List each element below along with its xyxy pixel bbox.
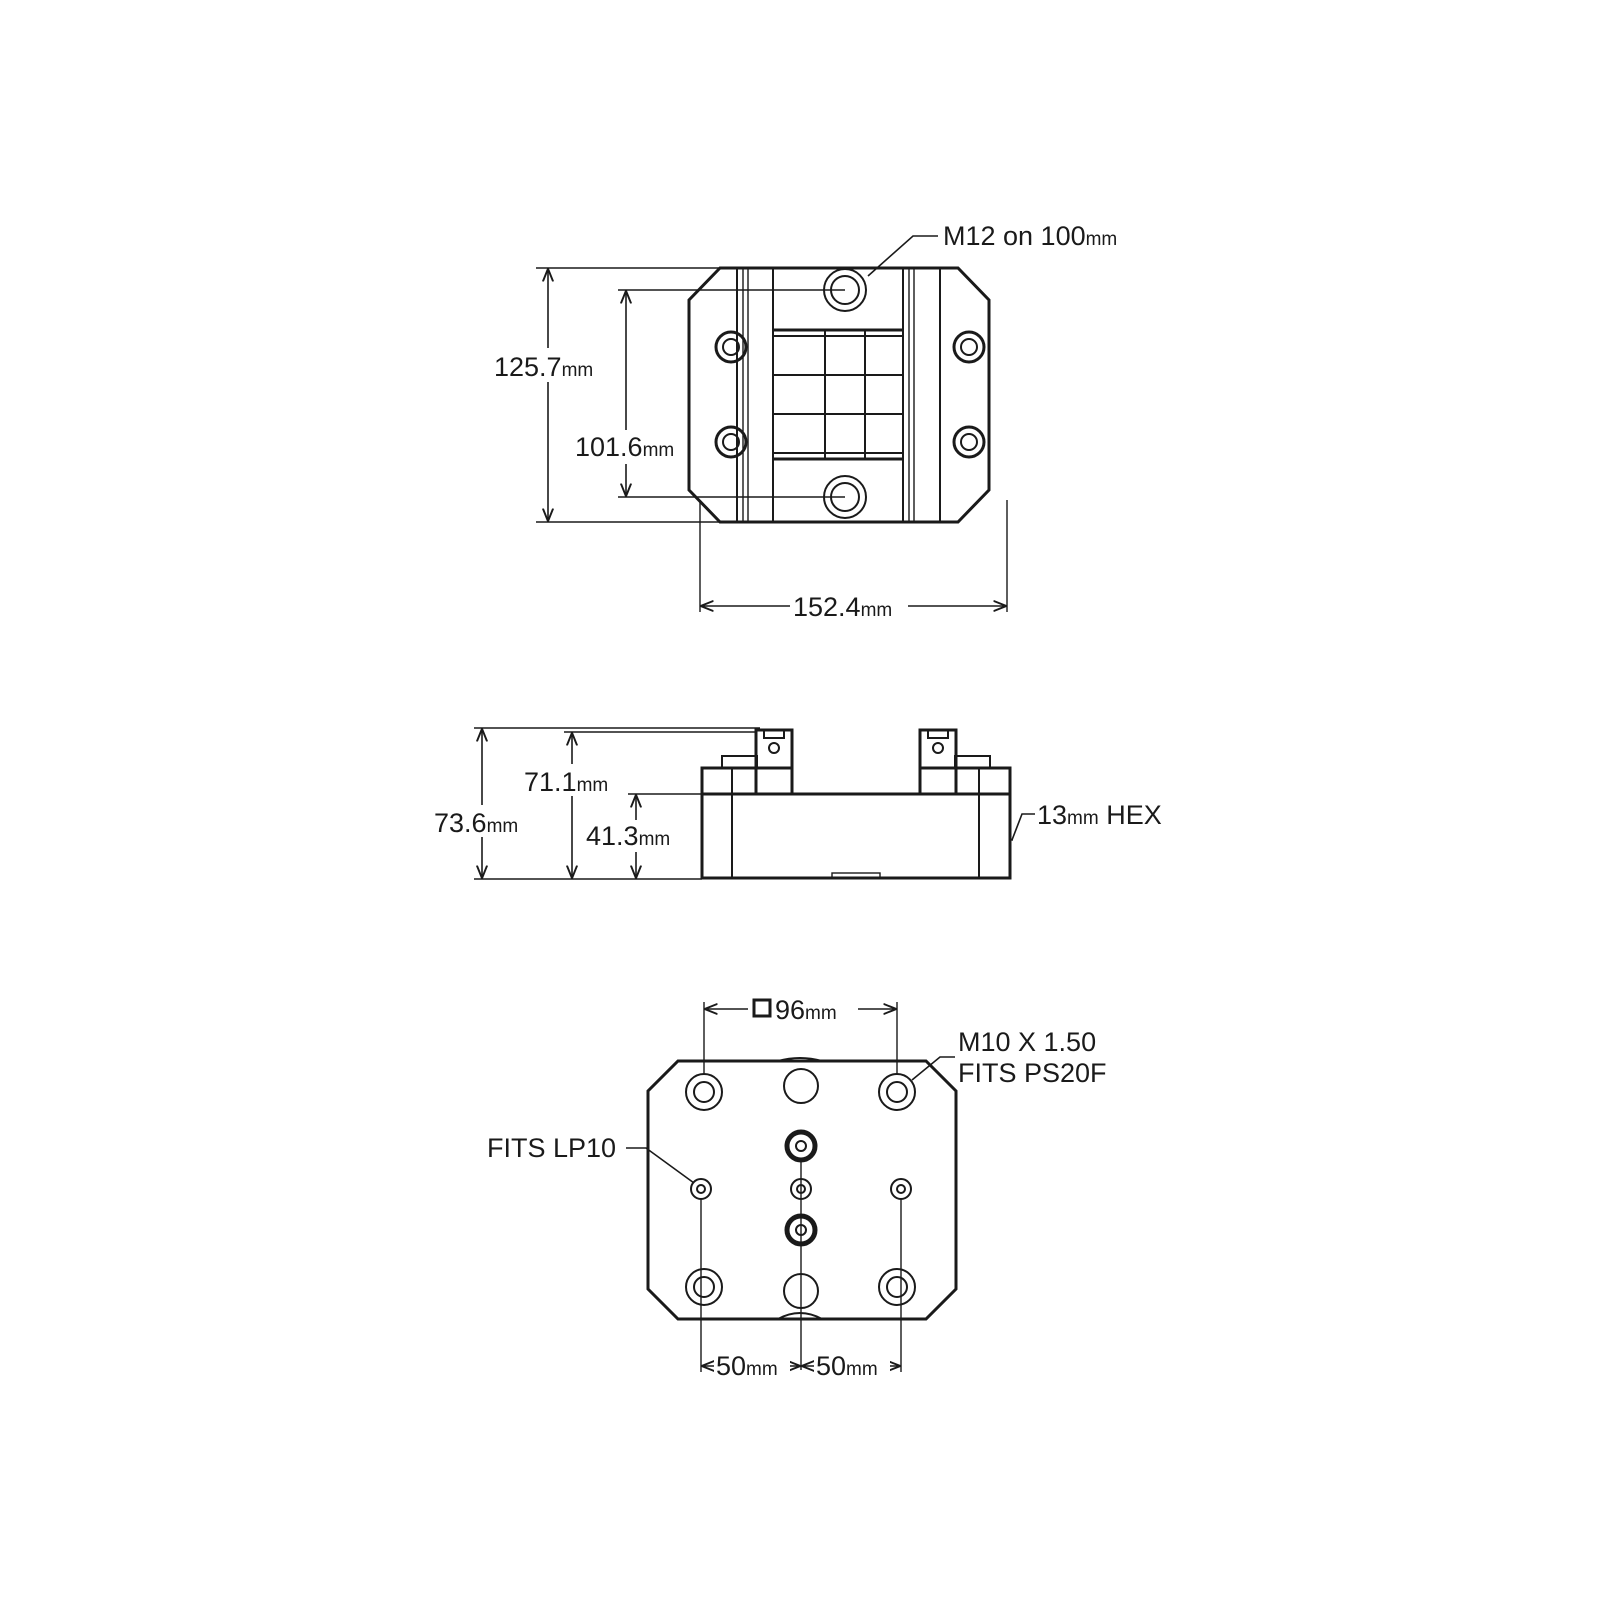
- height-dim-label: 125.7mm: [494, 352, 593, 382]
- width-dim-label: 152.4mm: [793, 592, 892, 622]
- m10-callout-line2: FITS PS20F: [958, 1058, 1107, 1088]
- m12-callout: M12 on 100mm: [943, 221, 1117, 251]
- m10-thread-holes: [685, 1073, 916, 1306]
- center-hole-top: [783, 1068, 819, 1104]
- top-view: M12 on 100mm 125.7mm 101.6mm 152.4mm: [492, 221, 1117, 622]
- m12-leader: [867, 235, 938, 277]
- right-spacing-dim-label: 50mm: [816, 1351, 878, 1381]
- lp10-leader: [626, 1147, 695, 1184]
- hex-leader: [1011, 813, 1035, 841]
- lp10-callout: FITS LP10: [487, 1133, 616, 1163]
- top-view-outline: [687, 266, 991, 524]
- side-ear-right: [918, 728, 958, 794]
- top-view-center-block: [773, 328, 903, 461]
- screw-heads: [714, 330, 986, 459]
- ear-height-dim-label: 71.1mm: [524, 767, 608, 797]
- m10-leader: [911, 1056, 955, 1081]
- top-view-rails: [736, 268, 941, 522]
- side-view-body: [700, 792, 1012, 880]
- body-height-dim-label: 41.3mm: [586, 821, 670, 851]
- m10-callout-line1: M10 X 1.50: [958, 1027, 1096, 1057]
- side-ear-left: [754, 728, 794, 794]
- bottom-view-outline: [646, 1059, 958, 1321]
- hex-callout: 13mm HEX: [1037, 800, 1162, 830]
- side-view: 73.6mm 71.1mm 41.3mm 13mm HEX: [430, 727, 1162, 880]
- bottom-view: 96mm M10 X 1.50 FITS PS20F FITS LP10 50m…: [487, 992, 1107, 1382]
- square-symbol-icon: [752, 998, 772, 1018]
- total-height-dim-label: 73.6mm: [434, 808, 518, 838]
- bolt-spacing-dim-label: 101.6mm: [575, 432, 674, 462]
- square-dim-label: 96mm: [775, 995, 837, 1025]
- left-spacing-dim-label: 50mm: [716, 1351, 778, 1381]
